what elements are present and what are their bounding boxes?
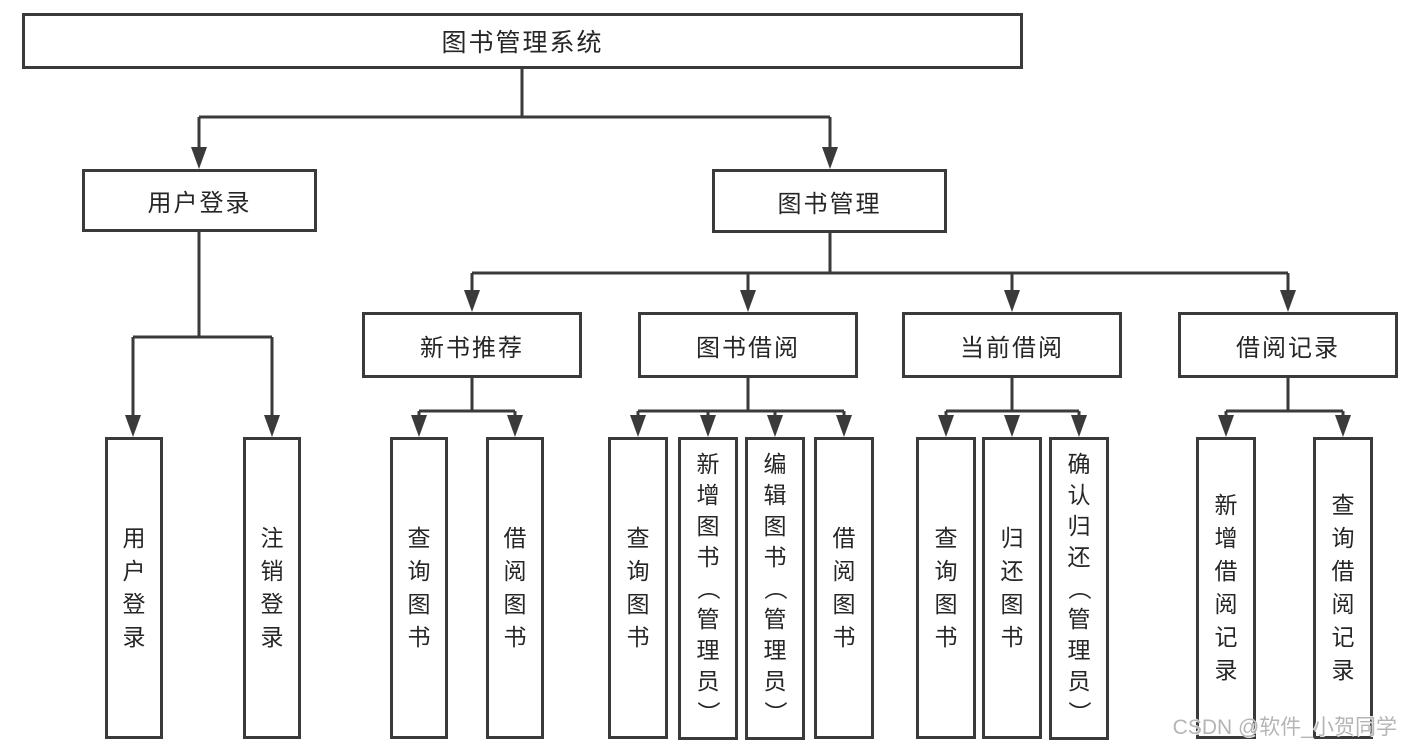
leaf-logout: 注销登录 [243,437,301,739]
leaf-add-book-admin: 新增图书（管理员） [678,437,738,740]
leaf-edit-book-admin: 编辑图书（管理员） [745,437,805,740]
csdn-watermark: CSDN @软件_小贺同学 [1172,716,1397,739]
leaf-query-borrow-record: 查询借阅记录 [1313,437,1373,739]
leaf-add-borrow-record: 新增借阅记录 [1196,437,1256,739]
node-current-borrow: 当前借阅 [902,312,1122,378]
node-book-management: 图书管理 [712,169,947,233]
leaf-confirm-return-admin: 确认归还（管理员） [1049,437,1109,740]
leaf-borrow-books: 借阅图书 [814,437,874,739]
leaf-query-books-recommend: 查询图书 [390,437,448,739]
leaf-user-login: 用户登录 [105,437,163,739]
node-new-book-recommend: 新书推荐 [362,312,582,378]
arrowheads [125,147,1351,437]
leaf-return-book: 归还图书 [982,437,1042,739]
leaf-query-books-borrow: 查询图书 [608,437,668,739]
node-borrow-records: 借阅记录 [1178,312,1398,378]
leaf-borrow-books-recommend: 借阅图书 [486,437,544,739]
leaf-query-books-current: 查询图书 [916,437,976,739]
node-user-login: 用户登录 [82,169,317,232]
node-book-borrow: 图书借阅 [638,312,858,378]
node-root-system: 图书管理系统 [22,13,1023,69]
